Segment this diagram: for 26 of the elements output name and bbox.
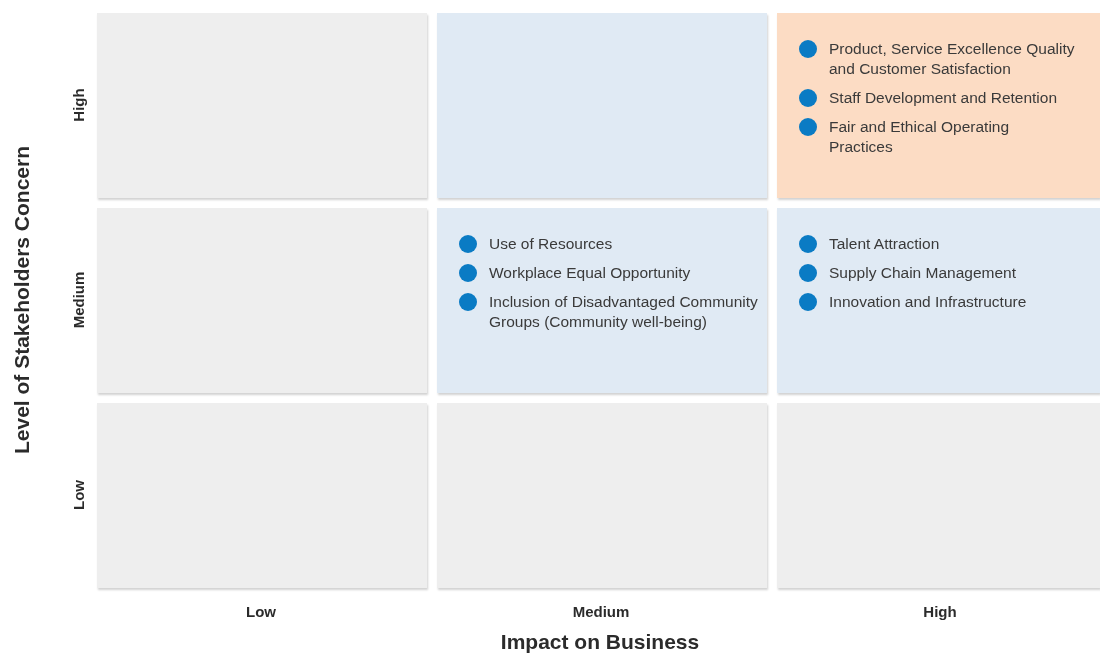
axis-title: Impact on Business — [500, 630, 700, 654]
matrix-cell — [777, 13, 1100, 198]
empty-cell — [437, 403, 767, 588]
matrix-item: Fair and Ethical Operating Practices — [829, 118, 1010, 155]
axis-tick-label: High — [69, 88, 87, 122]
matrix-cell — [777, 208, 1100, 393]
axis-tick-label: Medium — [69, 271, 87, 329]
matrix-item: Inclusion of Disadvantaged Community Groups (Community well-being) — [489, 293, 758, 330]
axis-tick-label: Low — [69, 480, 87, 510]
matrix-item: Use of Resources — [489, 235, 613, 252]
matrix-item: Workplace Equal Opportunity — [489, 264, 691, 281]
empty-cell — [97, 403, 427, 588]
matrix-cell — [437, 208, 767, 393]
empty-cell — [97, 208, 427, 393]
empty-cell — [777, 403, 1100, 588]
matrix-item: Staff Development and Retention — [829, 89, 1058, 106]
matrix-item: Product, Service Excellence Quality and Customer Satisfaction — [829, 40, 1075, 77]
matrix-item: Innovation and Infrastructure — [829, 293, 1027, 310]
axis-title: Level of Stakeholders Concern — [10, 145, 34, 455]
empty-cell — [97, 13, 427, 198]
matrix-item: Supply Chain Management — [829, 264, 1016, 281]
axis-tick-label: Low — [246, 602, 276, 620]
axis-tick-label: Medium — [572, 602, 630, 620]
matrix-item: Talent Attraction — [829, 235, 940, 252]
axis-tick-label: High — [923, 602, 957, 620]
empty-cell — [437, 13, 767, 198]
